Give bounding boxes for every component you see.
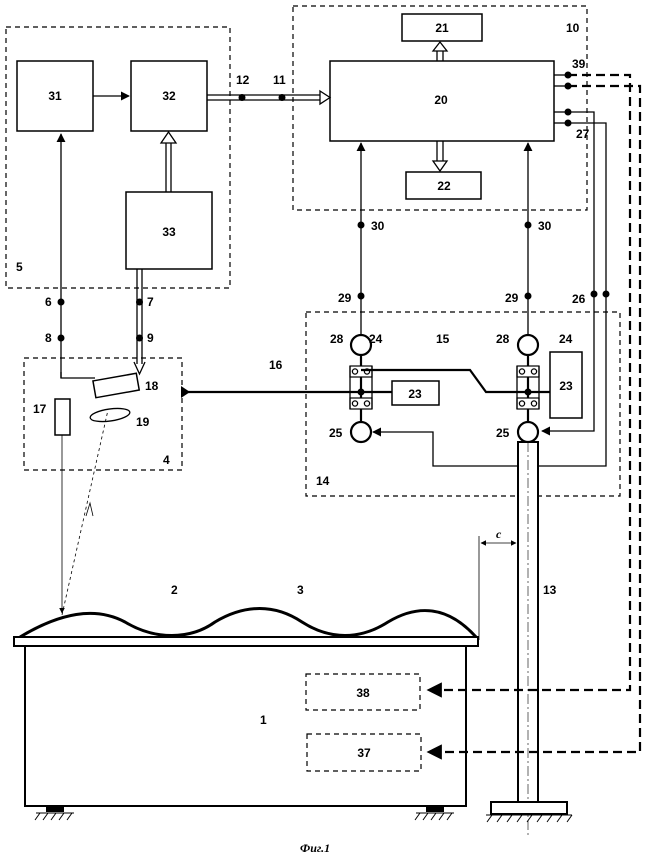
label-25-left: 25 [329, 426, 343, 440]
label-19: 19 [136, 415, 150, 429]
label-4: 4 [163, 453, 170, 467]
bus-32-20 [207, 91, 330, 104]
label-9: 9 [147, 331, 154, 345]
label-28-left: 28 [330, 332, 344, 346]
label-block-32: 32 [162, 89, 176, 103]
plate-2 [14, 637, 478, 646]
column-base [491, 802, 567, 814]
label-13: 13 [543, 583, 557, 597]
label-block-21: 21 [435, 21, 449, 35]
sheet-3-wave [20, 609, 476, 638]
link-18-31-bend [61, 372, 95, 378]
label-18: 18 [145, 379, 159, 393]
label-29-right: 29 [505, 291, 519, 305]
label-6: 6 [45, 295, 52, 309]
label-28-right: 28 [496, 332, 510, 346]
table-1 [25, 646, 466, 806]
label-30-right: 30 [538, 219, 552, 233]
bus-33-32 [161, 132, 176, 192]
label-1: 1 [260, 713, 267, 727]
label-29-left: 29 [338, 291, 352, 305]
label-3: 3 [297, 583, 304, 597]
label-25-right: 25 [496, 426, 510, 440]
label-block-37: 37 [357, 746, 371, 760]
label-11: 11 [273, 73, 286, 87]
wheel-25-left [351, 422, 371, 442]
lens-19 [89, 406, 130, 423]
label-26: 26 [572, 292, 586, 306]
label-27: 27 [576, 127, 590, 141]
unit-4-enclosure [24, 358, 182, 470]
label-24-left: 24 [369, 332, 383, 346]
label-8: 8 [45, 331, 52, 345]
link-15 [361, 370, 528, 392]
label-24-right: 24 [559, 332, 573, 346]
label-block-31: 31 [48, 89, 62, 103]
output-terminals [554, 72, 572, 127]
label-30-left: 30 [371, 219, 385, 233]
label-7: 7 [147, 295, 154, 309]
label-16: 16 [269, 358, 283, 372]
figure-caption: Фиг.1 [300, 841, 330, 855]
label-17: 17 [33, 402, 47, 416]
label-block-33: 33 [162, 225, 176, 239]
wheel-28-right [518, 335, 538, 355]
bus-20-21 [433, 42, 447, 61]
element-17 [55, 399, 70, 435]
label-block-20: 20 [434, 93, 448, 107]
wheel-28-left [351, 335, 371, 355]
label-39: 39 [572, 57, 586, 71]
bus-20-22 [433, 141, 447, 171]
label-block-23-left: 23 [408, 387, 422, 401]
wheel-25-right [518, 422, 538, 442]
label-12: 12 [236, 73, 250, 87]
element-18-camera [93, 373, 139, 397]
label-2: 2 [171, 583, 178, 597]
label-block-22: 22 [437, 179, 451, 193]
label-10: 10 [566, 21, 580, 35]
beam-up [62, 410, 108, 615]
label-block-38: 38 [356, 686, 370, 700]
label-15: 15 [436, 332, 450, 346]
label-dimension-c: c [496, 527, 502, 541]
label-block-23-right: 23 [559, 379, 573, 393]
label-14: 14 [316, 474, 330, 488]
label-5: 5 [16, 260, 23, 274]
